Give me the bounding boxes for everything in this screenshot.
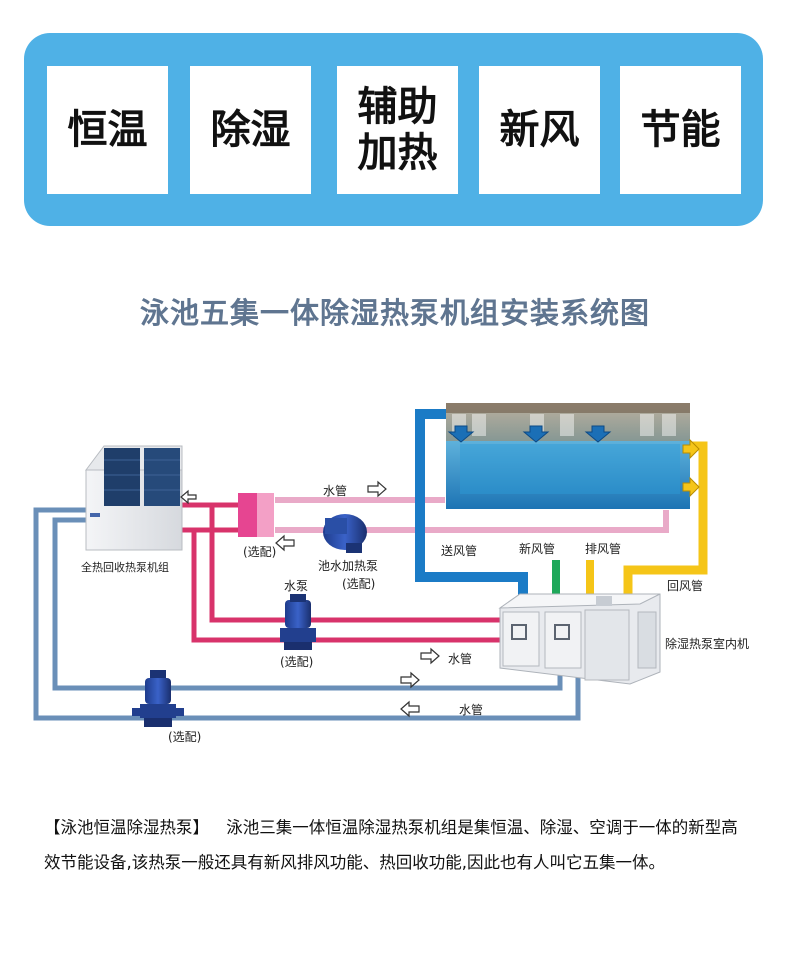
feature-card-constant-temperature: 恒温 — [47, 66, 168, 194]
feature-label: 加热 — [357, 130, 438, 176]
feature-label: 辅助 — [357, 84, 438, 130]
water-pipe-top-label: 水管 — [323, 483, 347, 498]
bottom-water-pump-icon — [132, 670, 184, 727]
feature-card-energy-saving: 节能 — [620, 66, 741, 194]
return-air-duct — [623, 441, 708, 598]
water-pipe-bottom-label: 水管 — [459, 702, 483, 717]
description: 【泳池恒温除湿热泵】 泳池三集一体恒温除湿热泵机组是集恒温、除湿、空调于一体的新… — [44, 810, 749, 880]
installation-diagram: 全热回收热泵机组 (选配) 水管 池水加热泵 (选配) 水泵 (选配) 送风管 … — [33, 403, 749, 744]
bottom-pump-optional-label: (选配) — [168, 730, 201, 744]
outdoor-heat-pump-unit — [85, 445, 183, 551]
supply-vent-arrows — [447, 425, 612, 443]
description-heading: 【泳池恒温除湿热泵】 — [44, 818, 209, 837]
feature-banner: 恒温 除湿 辅助 加热 新风 节能 — [24, 33, 763, 226]
return-vent-arrows — [682, 438, 700, 498]
indoor-unit-label: 除湿热泵室内机 — [665, 636, 749, 651]
exhaust-air-duct-label: 排风管 — [585, 541, 621, 556]
flow-arrow-left — [400, 700, 420, 718]
flow-arrow-left — [180, 489, 197, 505]
feature-card-dehumidify: 除湿 — [190, 66, 311, 194]
pool-heating-pump-icon — [323, 514, 367, 553]
heat-exchanger — [238, 493, 274, 537]
supply-air-duct-label: 送风管 — [441, 543, 477, 558]
feature-label: 除湿 — [210, 107, 291, 153]
water-pump-label: 水泵 — [284, 579, 308, 593]
water-pump-optional-label: (选配) — [280, 655, 313, 669]
fresh-air-duct-label: 新风管 — [519, 541, 555, 556]
return-air-duct-label: 回风管 — [667, 578, 703, 593]
description-body: 泳池三集一体恒温除湿热泵机组是集恒温、除湿、空调于一体的新型高效节能设备,该热泵… — [44, 818, 738, 872]
pool-heating-pump-optional-label: (选配) — [342, 577, 375, 591]
feature-label: 恒温 — [67, 107, 148, 153]
hot-water-loop — [180, 502, 520, 643]
heat-exchanger-optional-label: (选配) — [243, 545, 276, 559]
flow-arrows — [180, 480, 440, 718]
flow-arrow-right — [400, 671, 420, 689]
flow-arrow-right — [367, 480, 387, 498]
pool-heating-pump-label: 池水加热泵 — [318, 559, 378, 573]
flow-arrow-right — [420, 647, 440, 665]
feature-label: 新风 — [499, 107, 580, 153]
outdoor-unit-label: 全热回收热泵机组 — [81, 560, 169, 574]
feature-label: 节能 — [640, 107, 721, 153]
water-pump-icon — [280, 594, 316, 650]
water-pipe-mid-label: 水管 — [448, 651, 472, 666]
feature-card-auxiliary-heating: 辅助 加热 — [337, 66, 458, 194]
indoor-dehumidification-unit — [498, 593, 661, 685]
swimming-pool-image — [446, 403, 690, 509]
flow-arrow-left — [275, 534, 295, 552]
diagram-title: 泳池五集一体除湿热泵机组安装系统图 — [139, 296, 650, 330]
feature-card-fresh-air: 新风 — [479, 66, 600, 194]
